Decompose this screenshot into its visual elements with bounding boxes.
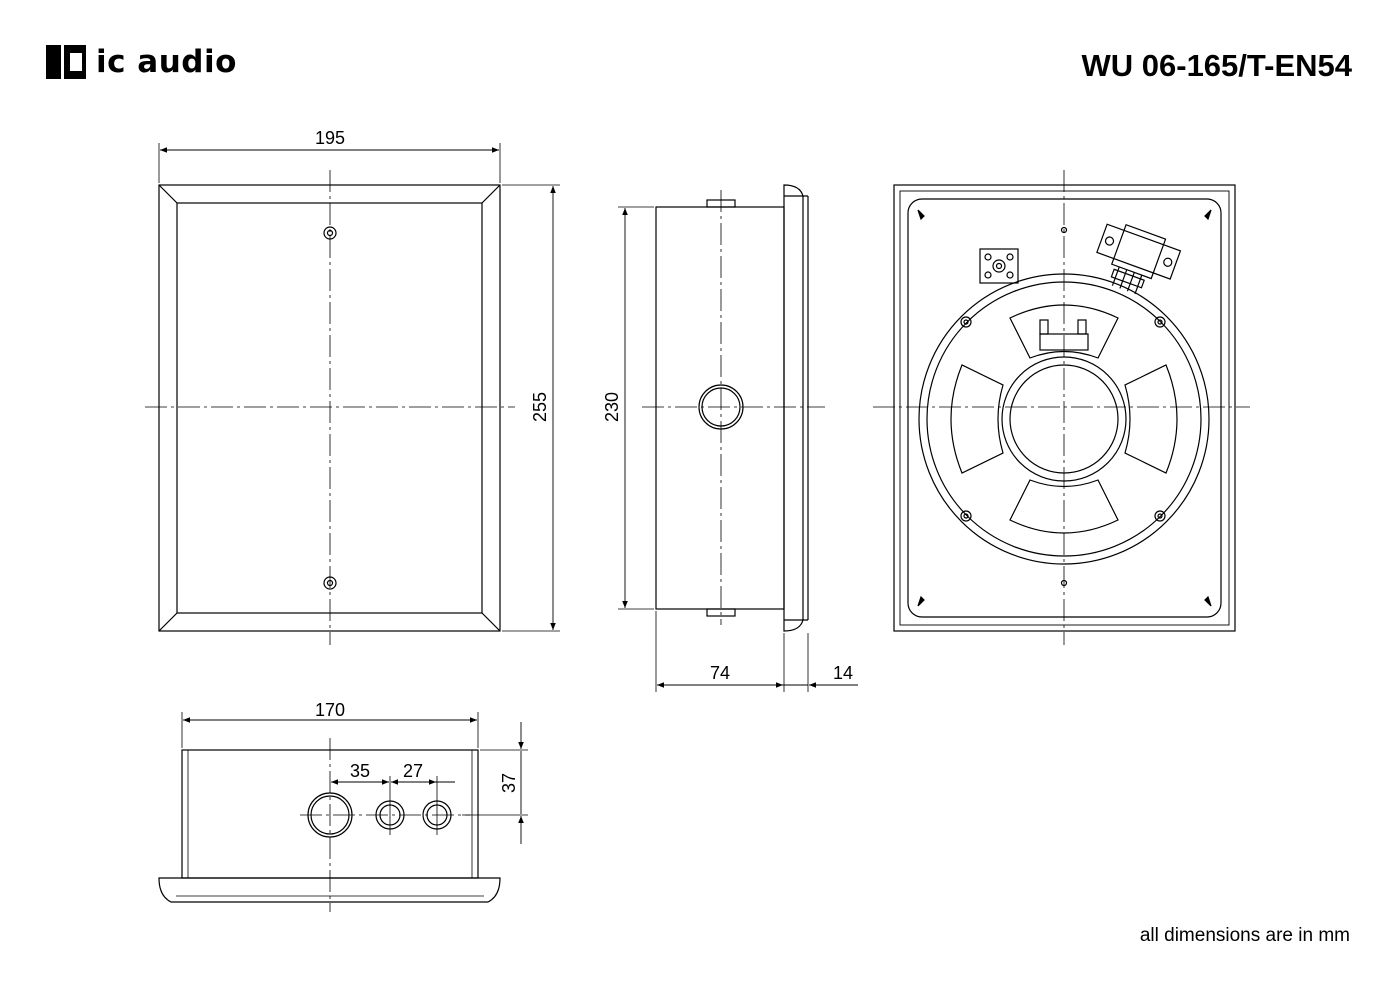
dim-side-height: 230 <box>602 392 622 422</box>
dim-bottom-height: 37 <box>499 773 519 793</box>
dim-bottom-width: 170 <box>315 700 345 720</box>
rear-housing <box>907 198 1222 618</box>
terminal-block <box>979 248 1019 284</box>
bottom-view <box>158 712 528 912</box>
basket-window-right <box>1124 364 1178 474</box>
dim-hole-spacing-2: 27 <box>403 761 423 781</box>
logo-text: ic audio <box>96 44 237 80</box>
basket-window-left <box>950 364 1004 474</box>
rear-frame-outer <box>893 184 1236 632</box>
dim-front-height: 255 <box>530 392 550 422</box>
side-flange <box>783 184 804 632</box>
model-title: WU 06-165/T-EN54 <box>1081 48 1353 83</box>
rear-view <box>873 170 1250 645</box>
side-body <box>655 206 785 610</box>
bottom-flange <box>158 877 501 903</box>
front-frame-inner <box>176 202 483 614</box>
front-frame-outer <box>158 184 501 632</box>
ic-audio-logo-icon <box>46 45 86 79</box>
dim-flange-depth: 14 <box>833 663 853 683</box>
brand-logo: ic audio <box>46 42 237 82</box>
transformer <box>1096 223 1182 295</box>
dim-hole-spacing-1: 35 <box>350 761 370 781</box>
dim-front-width: 195 <box>315 128 345 148</box>
units-note: all dimensions are in mm <box>1139 925 1350 946</box>
basket-window-bottom <box>1009 479 1119 534</box>
basket-window-top <box>1009 304 1119 359</box>
side-bottom-lug <box>706 608 736 617</box>
side-view <box>618 184 858 692</box>
front-view <box>145 143 560 645</box>
dim-side-depth: 74 <box>710 663 730 683</box>
